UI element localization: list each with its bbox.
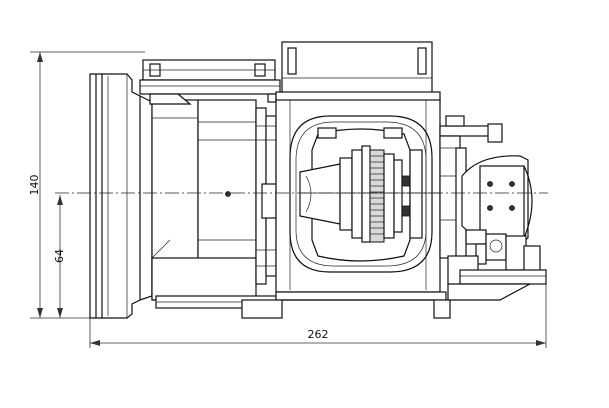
axis-height-dimension: 64 bbox=[53, 195, 66, 318]
central-housing bbox=[241, 41, 451, 319]
gear-teeth bbox=[370, 155, 384, 235]
length-dimension: 262 bbox=[89, 282, 547, 348]
axis-height-label: 64 bbox=[53, 249, 66, 263]
top-mount-block bbox=[139, 59, 281, 105]
height-dimension: 140 bbox=[28, 51, 145, 319]
rear-motor-unit bbox=[439, 115, 547, 301]
overall-length-label: 262 bbox=[308, 328, 329, 341]
overall-height-label: 140 bbox=[28, 175, 41, 196]
front-lens-barrel bbox=[89, 73, 153, 319]
lens-body bbox=[151, 99, 277, 309]
